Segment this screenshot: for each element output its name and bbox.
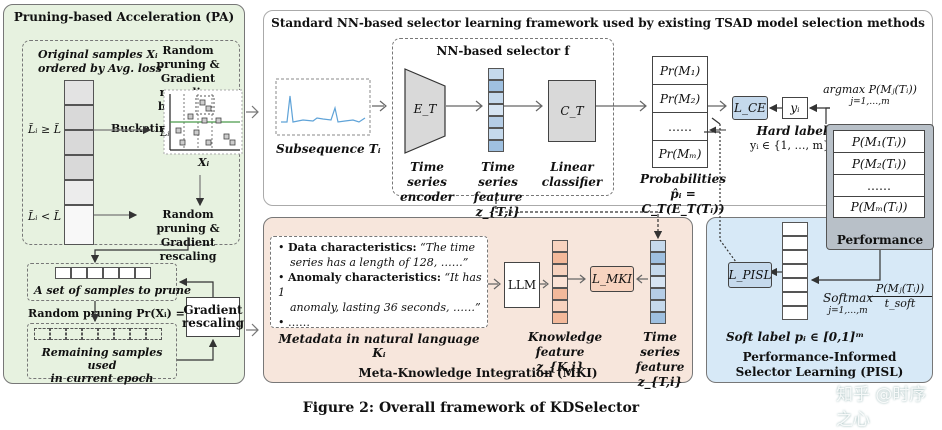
linear-classifier-block: C_T [548,80,596,142]
probabilities-column: Pr(M₁) Pr(M₂) …… Pr(Mₘ) [652,56,708,168]
sample-column [64,80,94,245]
prob-item: Pr(M₂) [652,84,708,112]
remaining-label: Remaining samples used in current epoch [41,346,163,385]
softmax-label: Softmax j=1,…,m [822,291,873,317]
encoder-shape [404,68,446,154]
cond-lt-label: L̃ᵢ < L̃ [28,210,62,223]
soft-label: Soft label pᵢ ∈ [0,1]ᵐ [725,330,865,344]
metadata-label: Metadata in natural language Kᵢ [278,332,480,360]
anomaly-characteristics-item: • Anomaly characteristics: “It has 1 [278,271,482,299]
nn-selector-label: NN-based selector f [436,44,570,58]
pa-connectors [90,105,259,361]
lmki-loss: L_MKI [590,266,634,292]
encoder-label: Time series encoder [399,160,455,204]
perf-row: P(M₂(Tᵢ)) [833,152,925,174]
knowledge-feature-label: Knowledge feature z_{K,i} [528,330,603,374]
data-characteristics-item: • Data characteristics: “The time [278,241,476,254]
random-prob-label: Random pruning Pr(Xᵢ) = r [28,307,195,320]
anomaly-characteristics-cont: anomaly, lasting 36 seconds, ……” [290,301,481,314]
std-title: Standard NN-based selector learning fram… [271,16,925,30]
bucket-scatter [163,89,243,155]
lce-loss: L_CE [732,96,768,120]
remaining-box [27,323,177,379]
gradient-rescaling-box: Gradient rescaling [182,297,244,337]
prob-item: Pr(Mₘ) [652,140,708,168]
xi-axis-label: Xᵢ [198,156,210,169]
soft-label-column [782,222,808,320]
argmax-label: argmax P(Mⱼ(Tᵢ)) j=1,…,m [823,83,917,108]
data-characteristics-cont: series has a length of 128, ……” [290,256,469,269]
subsequence-plot [275,78,371,136]
mki-ts-feature-column [650,240,666,324]
linear-classifier-label: Linear classifier [541,160,603,189]
random-pruning-label: Random pruning & Gradient rescaling [156,208,220,263]
perf-row: P(Mₘ(Tᵢ)) [833,196,925,218]
perf-row: P(M₁(Tᵢ)) [833,130,925,152]
hard-label-set: yᵢ ∈ {1, …, m} [750,139,830,152]
metadata-ellipsis-item: • …… [278,316,310,329]
prob-item: Pr(M₁) [652,56,708,84]
nn-selector-box [392,38,614,196]
knowledge-feature-column [552,240,568,324]
prune-row [55,267,151,279]
encoder-symbol: E_T [413,102,437,116]
perf-row: …… [833,174,925,196]
subsequence-label: Subsequence Tᵢ [276,142,381,156]
ts-feature-column [488,68,504,152]
hard-label-yi: yᵢ [782,97,808,119]
figure-caption: Figure 2: Overall framework of KDSelecto… [302,400,640,416]
probabilities-label: Probabilities p̂ᵢ = C_T(E_T(Tᵢ)) [639,172,727,216]
ts-feature-label: Time series feature z_{T,i} [473,160,523,219]
mki-title: Meta-Knowledge Integration (MKI) [358,366,598,380]
bucketing-label: Bucketing [111,122,175,135]
performance-table: P(M₁(Tᵢ)) P(M₂(Tᵢ)) …… P(Mₘ(Tᵢ)) [833,130,925,218]
metadata-box [270,236,488,328]
mki-ts-feature-label: Time series feature z_{T,i} [635,330,685,389]
softmax-fraction: P(Mⱼ(Tᵢ)) t_soft [868,282,932,310]
orig-samples-label: Original samples Xᵢ ordered by Avg. loss [38,48,162,75]
pisl-title: Performance-Informed Selector Learning (… [735,350,904,379]
lpisl-loss: L_PISL [728,262,772,288]
watermark: 知乎 @时序之心 [836,385,927,430]
set-to-prune-label: A set of samples to prune [34,284,191,297]
cond-ge-label: L̃ᵢ ≥ L̃ [28,123,62,136]
pa-title: Pruning-based Acceleration (PA) [13,10,235,24]
llm-block: LLM [504,262,540,308]
hard-label: Hard label [756,124,828,138]
performance-label: Performance [836,233,924,247]
remaining-row [34,328,162,340]
prob-item: …… [652,112,708,140]
metadata-list: • Data characteristics: “The time series… [278,240,484,330]
li-axis-label: L̃ᵢ [160,126,170,139]
set-to-prune-box [27,263,177,301]
